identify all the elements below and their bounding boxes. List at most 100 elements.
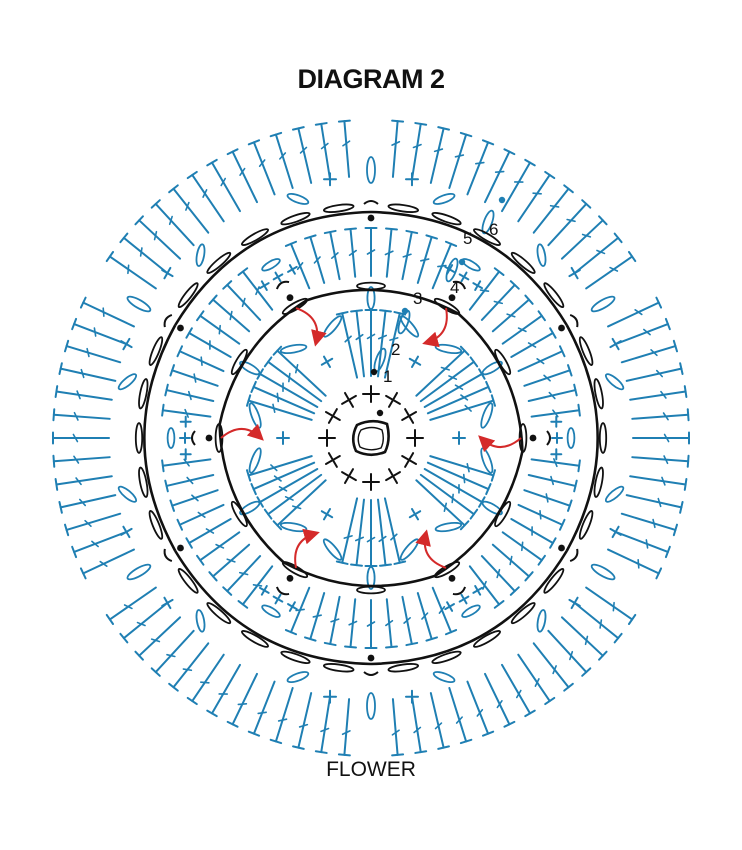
tr-stitch-bar bbox=[366, 536, 376, 543]
chain-stitch bbox=[445, 257, 459, 283]
dc-stitch-top bbox=[164, 479, 169, 493]
chain-stitch bbox=[206, 602, 232, 625]
tr-stitch-bar bbox=[475, 161, 485, 165]
tr-stitch bbox=[231, 672, 258, 726]
tr-stitch-top bbox=[168, 682, 179, 692]
tr-stitch-bar bbox=[299, 146, 308, 154]
tr-stitch-top bbox=[459, 131, 473, 138]
tr-stitch-bar bbox=[277, 718, 288, 722]
tr-stitch-top bbox=[391, 119, 405, 123]
tr-stitch-bar bbox=[413, 726, 422, 734]
dc-stitch-bar bbox=[496, 568, 501, 579]
tr-stitch bbox=[631, 413, 690, 420]
tr-stitch-top bbox=[655, 296, 663, 309]
tr-stitch-bar bbox=[93, 327, 97, 337]
tr-stitch-top bbox=[627, 250, 637, 263]
round-label-6: 6 bbox=[489, 220, 498, 239]
slip-stitch bbox=[498, 196, 506, 204]
chain-stitch bbox=[241, 630, 269, 648]
chain-stitch bbox=[431, 650, 462, 665]
tr-stitch-top bbox=[63, 339, 70, 353]
diagram-caption: FLOWER bbox=[326, 758, 416, 781]
tr-stitch-top bbox=[245, 394, 252, 407]
tr-stitch bbox=[419, 473, 475, 516]
tr-stitch-bar bbox=[391, 140, 401, 146]
tr-stitch-bar bbox=[634, 309, 643, 316]
chain-stitch bbox=[126, 563, 152, 581]
dc-stitch-bar bbox=[366, 249, 376, 255]
tr-stitch-top bbox=[119, 632, 129, 644]
tr-stitch bbox=[65, 345, 122, 364]
tr-stitch-top bbox=[679, 501, 684, 514]
chain-stitch bbox=[195, 609, 206, 633]
tr-stitch bbox=[267, 473, 323, 516]
tr-stitch-top bbox=[683, 385, 688, 398]
tr-stitch-bar bbox=[650, 348, 658, 357]
tr-stitch-top bbox=[337, 119, 351, 123]
tr-stitch-top bbox=[247, 730, 261, 737]
tr-stitch bbox=[138, 219, 182, 260]
tr-stitch-top bbox=[245, 469, 252, 482]
tr-stitch bbox=[355, 498, 365, 567]
slip-stitch bbox=[448, 294, 456, 302]
dc-stitch-bar bbox=[241, 297, 246, 308]
dc-stitch-top bbox=[567, 499, 573, 512]
direction-arrow bbox=[415, 529, 447, 569]
tr-stitch-bar bbox=[657, 497, 662, 508]
direction-arrow bbox=[294, 528, 320, 569]
dc-stitch-top bbox=[405, 641, 419, 647]
tr-stitch bbox=[154, 629, 195, 674]
tr-stitch-top bbox=[269, 738, 283, 745]
dc-stitch-top bbox=[524, 571, 534, 582]
tr-stitch bbox=[466, 680, 490, 735]
tr-stitch bbox=[560, 219, 604, 260]
tr-stitch bbox=[620, 345, 677, 364]
chain-stitch bbox=[473, 228, 501, 246]
tr-stitch-bar bbox=[581, 233, 592, 238]
tr-stitch bbox=[629, 390, 687, 401]
chain-arch bbox=[370, 210, 568, 326]
sc-stitch bbox=[611, 525, 620, 539]
dc-stitch-bar bbox=[543, 374, 551, 382]
tr-stitch-top bbox=[598, 215, 608, 226]
round-label-2: 2 bbox=[391, 340, 400, 359]
tr-stitch-top bbox=[350, 309, 363, 313]
tr-stitch-bar bbox=[454, 154, 465, 158]
chain-stitch bbox=[195, 243, 206, 267]
tr-stitch-bar bbox=[549, 204, 560, 208]
tr-stitch bbox=[607, 548, 660, 575]
chain-stitch bbox=[481, 500, 503, 516]
tr-stitch-bar bbox=[645, 539, 649, 549]
chain-stitch bbox=[177, 282, 199, 309]
chain-stitch bbox=[578, 510, 594, 540]
tr-stitch-top bbox=[503, 148, 516, 156]
tr-stitch-top bbox=[79, 296, 87, 309]
tr-stitch-bar bbox=[663, 455, 669, 465]
tr-stitch-top bbox=[150, 199, 161, 209]
dc-stitch-bar bbox=[550, 475, 555, 486]
tr-stitch bbox=[429, 127, 445, 184]
slip-stitch bbox=[558, 544, 565, 552]
tr-stitch-bar bbox=[378, 535, 387, 543]
tr-stitch-top bbox=[250, 380, 257, 394]
dc-stitch-top bbox=[524, 294, 534, 305]
tr-stitch-bar bbox=[123, 604, 133, 610]
tr-stitch-top bbox=[627, 613, 637, 626]
chain-stitch bbox=[431, 211, 462, 226]
tr-stitch-bar bbox=[377, 334, 388, 340]
chain-stitch bbox=[280, 650, 311, 665]
dc-stitch-top bbox=[493, 600, 505, 609]
sc-stitch bbox=[472, 586, 484, 594]
dc-stitch-top bbox=[509, 586, 520, 596]
tr-stitch-top bbox=[54, 385, 59, 398]
tr-stitch bbox=[532, 187, 570, 234]
dc-stitch-bar bbox=[183, 458, 190, 467]
sc-stitch bbox=[272, 595, 284, 603]
tr-stitch-top bbox=[186, 170, 198, 180]
tr-stitch-bar bbox=[532, 192, 542, 195]
tr-stitch bbox=[585, 255, 634, 290]
dc-stitch-top bbox=[577, 459, 581, 473]
slip-stitch bbox=[458, 258, 466, 266]
chain-stitch bbox=[543, 282, 565, 309]
tr-stitch-bar bbox=[354, 536, 365, 542]
